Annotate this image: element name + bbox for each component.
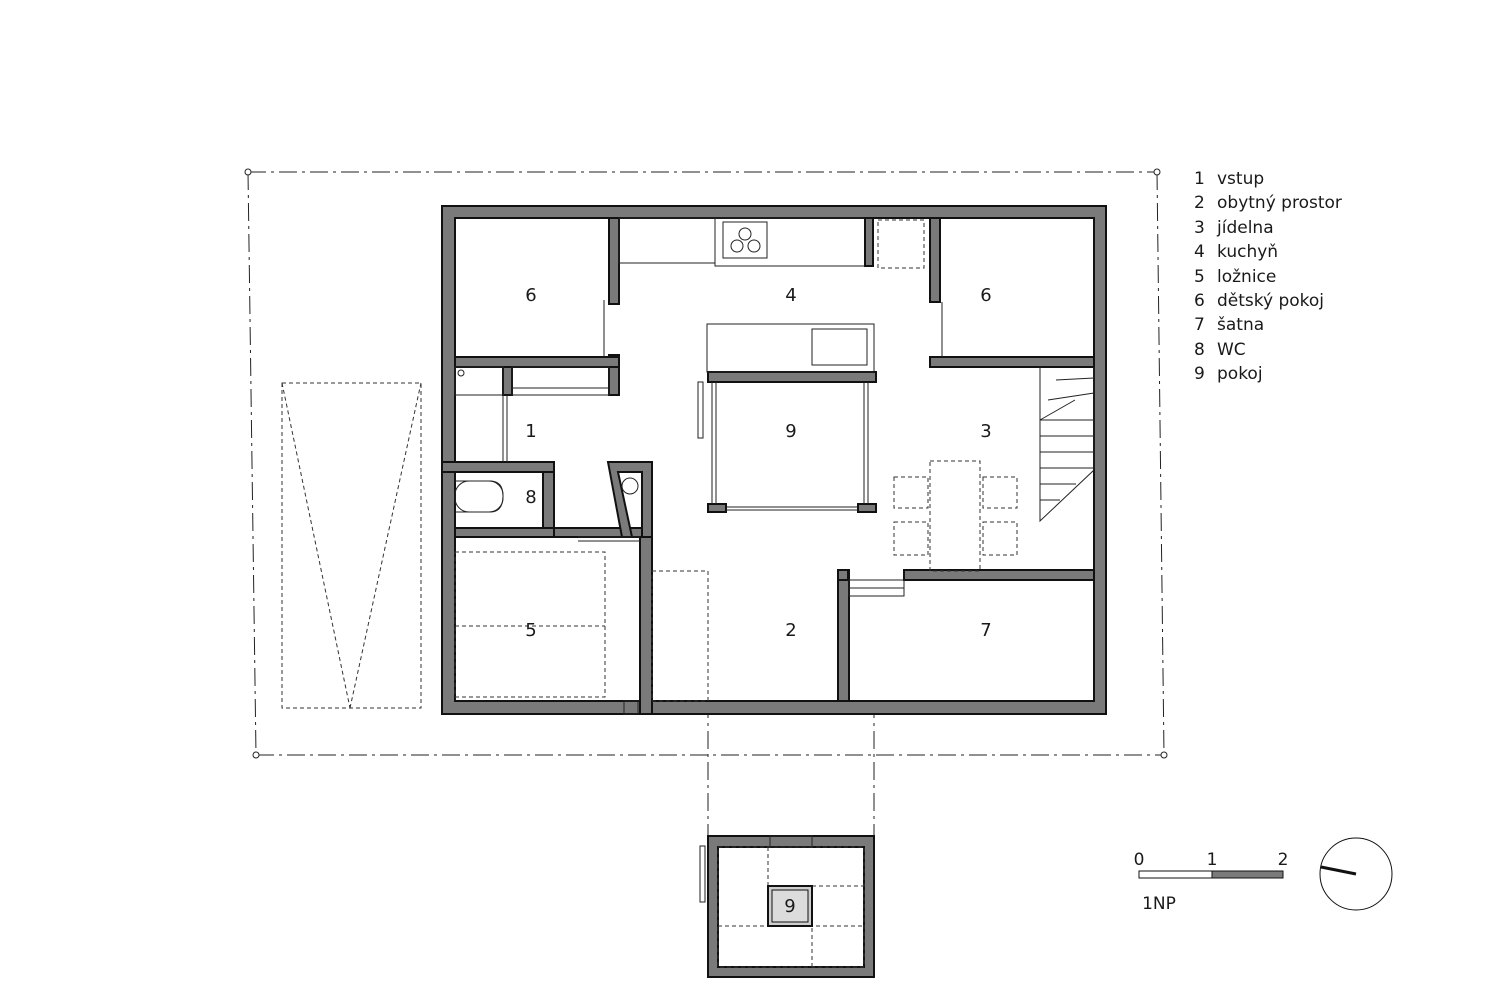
parking-area bbox=[281, 382, 422, 709]
legend-num: 6 bbox=[1194, 291, 1205, 311]
legend-num: 4 bbox=[1194, 242, 1205, 262]
room-label-6-left: 6 bbox=[525, 285, 536, 306]
legend-label: pokoj bbox=[1217, 364, 1263, 384]
legend-label: vstup bbox=[1217, 169, 1264, 189]
legend-label: kuchyň bbox=[1217, 242, 1278, 262]
fittings bbox=[454, 217, 1095, 715]
legend-num: 5 bbox=[1194, 267, 1205, 287]
scale-tick-2: 2 bbox=[1278, 850, 1289, 870]
legend-num: 9 bbox=[1194, 364, 1205, 384]
site-boundary bbox=[244, 168, 1168, 838]
room-label-6-right: 6 bbox=[980, 285, 991, 306]
room-label-7: 7 bbox=[980, 620, 991, 641]
legend-num: 2 bbox=[1194, 193, 1205, 213]
room-label-4: 4 bbox=[785, 285, 796, 306]
legend-label: obytný prostor bbox=[1217, 193, 1342, 213]
house-walls bbox=[441, 205, 1107, 715]
room-label-9: 9 bbox=[785, 421, 796, 442]
room-labels: 6 4 6 1 9 3 8 5 2 7 9 bbox=[525, 285, 991, 917]
room-label-1: 1 bbox=[525, 421, 536, 442]
room-legend: 1 vstup 2 obytný prostor 3 jídelna 4 kuc… bbox=[1194, 169, 1342, 384]
scale-tick-0: 0 bbox=[1134, 850, 1145, 870]
legend-label: šatna bbox=[1217, 315, 1264, 335]
room-label-3: 3 bbox=[980, 421, 991, 442]
room-label-5: 5 bbox=[525, 620, 536, 641]
legend-num: 7 bbox=[1194, 315, 1205, 335]
legend-num: 8 bbox=[1194, 340, 1205, 360]
scale-bar: 0 1 2 1NP bbox=[1134, 850, 1289, 914]
room-label-9-annex: 9 bbox=[784, 896, 795, 917]
annex-walls bbox=[699, 835, 875, 978]
legend-label: ložnice bbox=[1217, 267, 1276, 287]
legend-label: jídelna bbox=[1216, 218, 1274, 238]
legend-label: WC bbox=[1217, 340, 1246, 360]
room-label-2: 2 bbox=[785, 620, 796, 641]
legend-num: 3 bbox=[1194, 218, 1205, 238]
legend-num: 1 bbox=[1194, 169, 1205, 189]
scale-tick-1: 1 bbox=[1207, 850, 1218, 870]
floor-label: 1NP bbox=[1142, 894, 1176, 914]
north-arrow-icon bbox=[1319, 837, 1393, 911]
legend-label: dětský pokoj bbox=[1217, 291, 1324, 311]
room-label-8: 8 bbox=[525, 487, 536, 508]
